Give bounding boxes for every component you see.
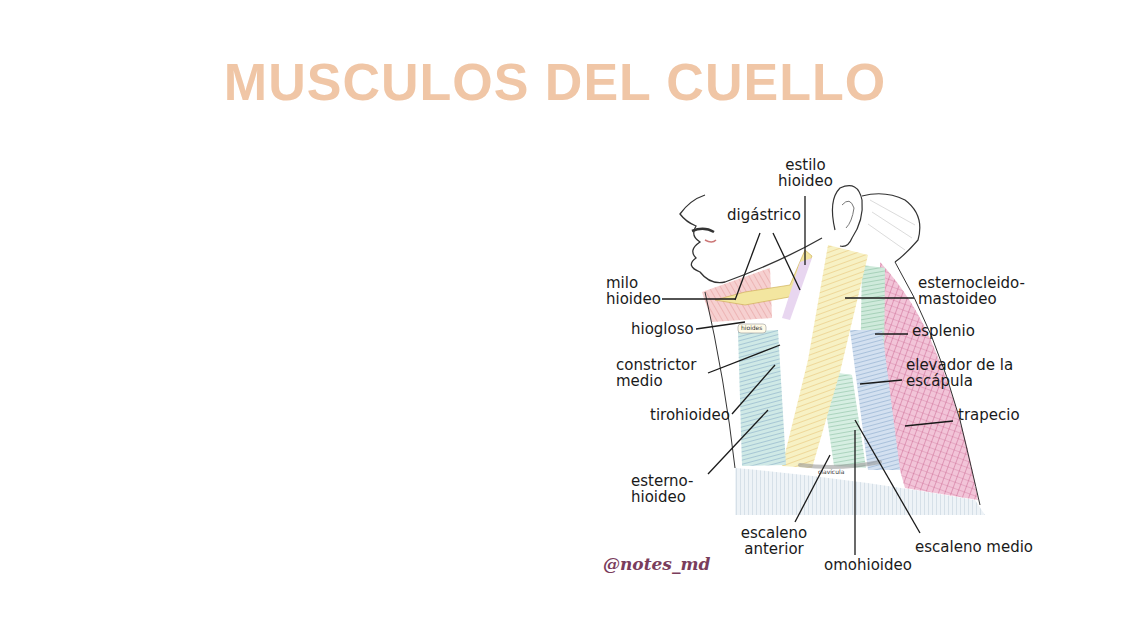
muscle-label: escaleno medio: [915, 540, 1033, 556]
muscle-label: estilo hioideo: [768, 158, 843, 190]
muscle-label: elevador de la escápula: [906, 358, 1040, 390]
neck-drawing: [680, 186, 985, 515]
muscle-label: constrictor medio: [616, 358, 728, 390]
muscle-label: tirohioideo: [650, 408, 730, 424]
watermark: @notes_md: [603, 556, 710, 574]
muscle-label: esternocleido- mastoideo: [918, 276, 1058, 308]
bone-label: hioides: [741, 325, 762, 331]
muscle-label: omohioideo: [824, 558, 912, 574]
page-title: MUSCULOS DEL CUELLO: [0, 52, 1110, 112]
muscle-label: milo hioideo: [606, 276, 678, 308]
muscle-label: digástrico: [727, 208, 801, 224]
muscle-label: trapecio: [958, 408, 1020, 424]
muscle-label: escaleno anterior: [728, 526, 820, 558]
muscle-label: hiogloso: [631, 322, 694, 338]
bone-label: clavícula: [818, 469, 844, 475]
muscle-label: esterno- hioideo: [631, 474, 713, 506]
muscle-label: esplenio: [912, 324, 975, 340]
